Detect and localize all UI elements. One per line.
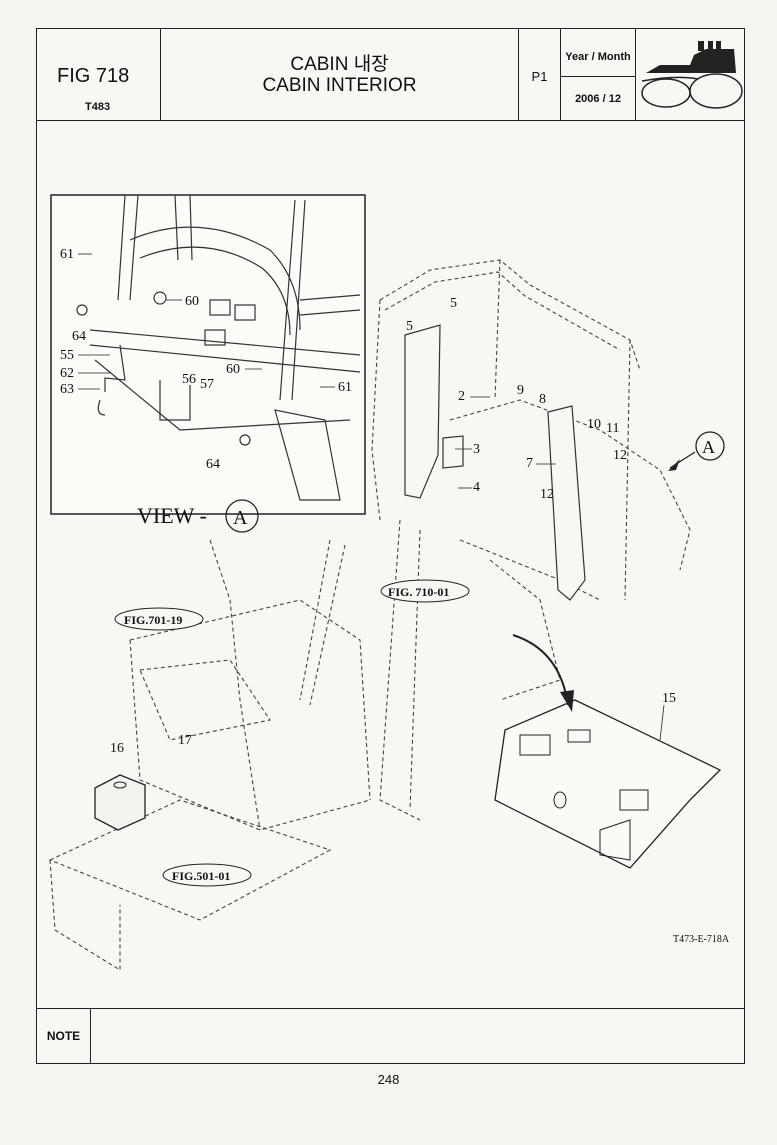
inset-part-63: 63 bbox=[60, 382, 74, 397]
inset-part-60b: 60 bbox=[226, 362, 240, 377]
note-label: NOTE bbox=[37, 1009, 91, 1063]
part-2: 2 bbox=[458, 389, 465, 404]
callout-a: A bbox=[668, 431, 725, 471]
part-8: 8 bbox=[539, 392, 546, 407]
year-month-cell: Year / Month 2006 / 12 bbox=[561, 29, 636, 120]
inset-part-62: 62 bbox=[60, 366, 74, 381]
callout-a-letter: A bbox=[702, 437, 715, 457]
part-numbers: 5 5 2 3 4 9 8 10 11 12 7 12 15 16 17 bbox=[110, 296, 676, 756]
floor-plate bbox=[494, 699, 722, 869]
year-month-divider bbox=[561, 76, 635, 77]
arrow-head bbox=[560, 690, 574, 712]
inset-part-57: 57 bbox=[200, 377, 214, 392]
model-code: T483 bbox=[85, 101, 111, 113]
page-code-cell: P1 bbox=[519, 29, 561, 120]
header-block: FIG 718 T483 CABIN 내장 CABIN INTERIOR P1 … bbox=[37, 29, 744, 121]
part-7: 7 bbox=[526, 456, 533, 471]
tractor-icon bbox=[641, 41, 743, 109]
part-16: 16 bbox=[110, 741, 124, 756]
fig-number-cell: FIG 718 T483 bbox=[37, 29, 161, 120]
tractor-logo-cell bbox=[636, 29, 746, 120]
view-label: VIEW - bbox=[137, 503, 207, 528]
part-3: 3 bbox=[473, 442, 480, 457]
view-a-caption: VIEW - A bbox=[51, 499, 365, 533]
page-code: P1 bbox=[531, 69, 548, 84]
ref-fig-710: FIG. 710-01 bbox=[388, 585, 449, 599]
part-11: 11 bbox=[606, 421, 619, 436]
tool-box bbox=[94, 774, 146, 831]
part-9: 9 bbox=[517, 383, 524, 398]
inset-part-60a: 60 bbox=[185, 294, 199, 309]
page-number: 248 bbox=[377, 1072, 400, 1087]
title-cell: CABIN 내장 CABIN INTERIOR bbox=[161, 29, 519, 120]
ref-fig-701: FIG.701-19 bbox=[124, 613, 182, 627]
cabin-frame-lines bbox=[48, 259, 691, 971]
view-letter: A bbox=[233, 507, 248, 529]
part-4: 4 bbox=[473, 480, 480, 495]
ref-fig-501: FIG.501-01 bbox=[172, 869, 230, 883]
drawing-code: T473-E-718A bbox=[673, 934, 730, 945]
trim-panels bbox=[404, 324, 586, 601]
part-10: 10 bbox=[587, 417, 601, 432]
year-month-label: Year / Month bbox=[565, 51, 631, 63]
inset-part-61b: 61 bbox=[338, 380, 352, 395]
inset-part-56: 56 bbox=[182, 372, 196, 387]
note-row: NOTE bbox=[37, 1008, 744, 1063]
part-12a: 12 bbox=[613, 448, 627, 463]
title-korean: CABIN 내장 bbox=[290, 54, 389, 75]
part-5b: 5 bbox=[406, 319, 413, 334]
title-english: CABIN INTERIOR bbox=[262, 75, 417, 96]
year-month-value: 2006 / 12 bbox=[575, 93, 621, 105]
arrow-line bbox=[512, 634, 569, 706]
inset-part-64b: 64 bbox=[206, 457, 220, 472]
inset-detail-view: 61 60 64 55 62 63 56 57 60 61 64 bbox=[50, 194, 366, 515]
part-17: 17 bbox=[178, 733, 192, 748]
inset-part-61a: 61 bbox=[60, 247, 74, 262]
fig-number: FIG 718 bbox=[57, 65, 130, 87]
part-5a: 5 bbox=[450, 296, 457, 311]
parts-drawing: 61 60 64 55 62 63 56 57 60 61 64 VIEW - … bbox=[48, 194, 730, 971]
part-12b: 12 bbox=[540, 487, 554, 502]
part-15: 15 bbox=[662, 691, 676, 706]
inset-part-64a: 64 bbox=[72, 329, 86, 344]
inset-part-55: 55 bbox=[60, 348, 74, 363]
ref-fig-labels: FIG. 710-01 FIG.701-19 FIG.501-01 bbox=[114, 579, 470, 887]
